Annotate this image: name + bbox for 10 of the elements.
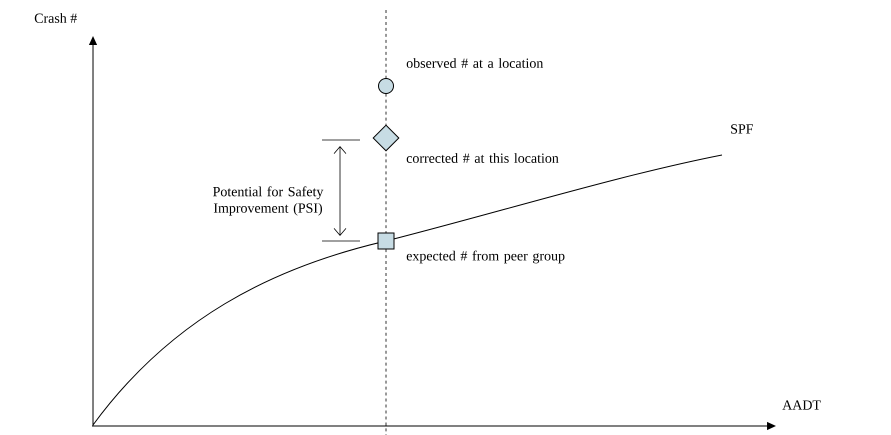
axis-title: Crash # bbox=[34, 13, 77, 23]
marker-caption: corrected # at this location bbox=[406, 153, 559, 163]
dimension-label: Potential for Safety Improvement (PSI) bbox=[213, 186, 324, 216]
axis-title: AADT bbox=[782, 400, 821, 410]
marker-caption: observed # at a location bbox=[406, 58, 544, 68]
curve-label: SPF bbox=[731, 124, 753, 134]
marker-square bbox=[378, 232, 394, 250]
marker-caption: expected # from peer group bbox=[406, 250, 564, 264]
marker-diamond bbox=[372, 124, 400, 152]
marker-circle bbox=[378, 78, 394, 94]
